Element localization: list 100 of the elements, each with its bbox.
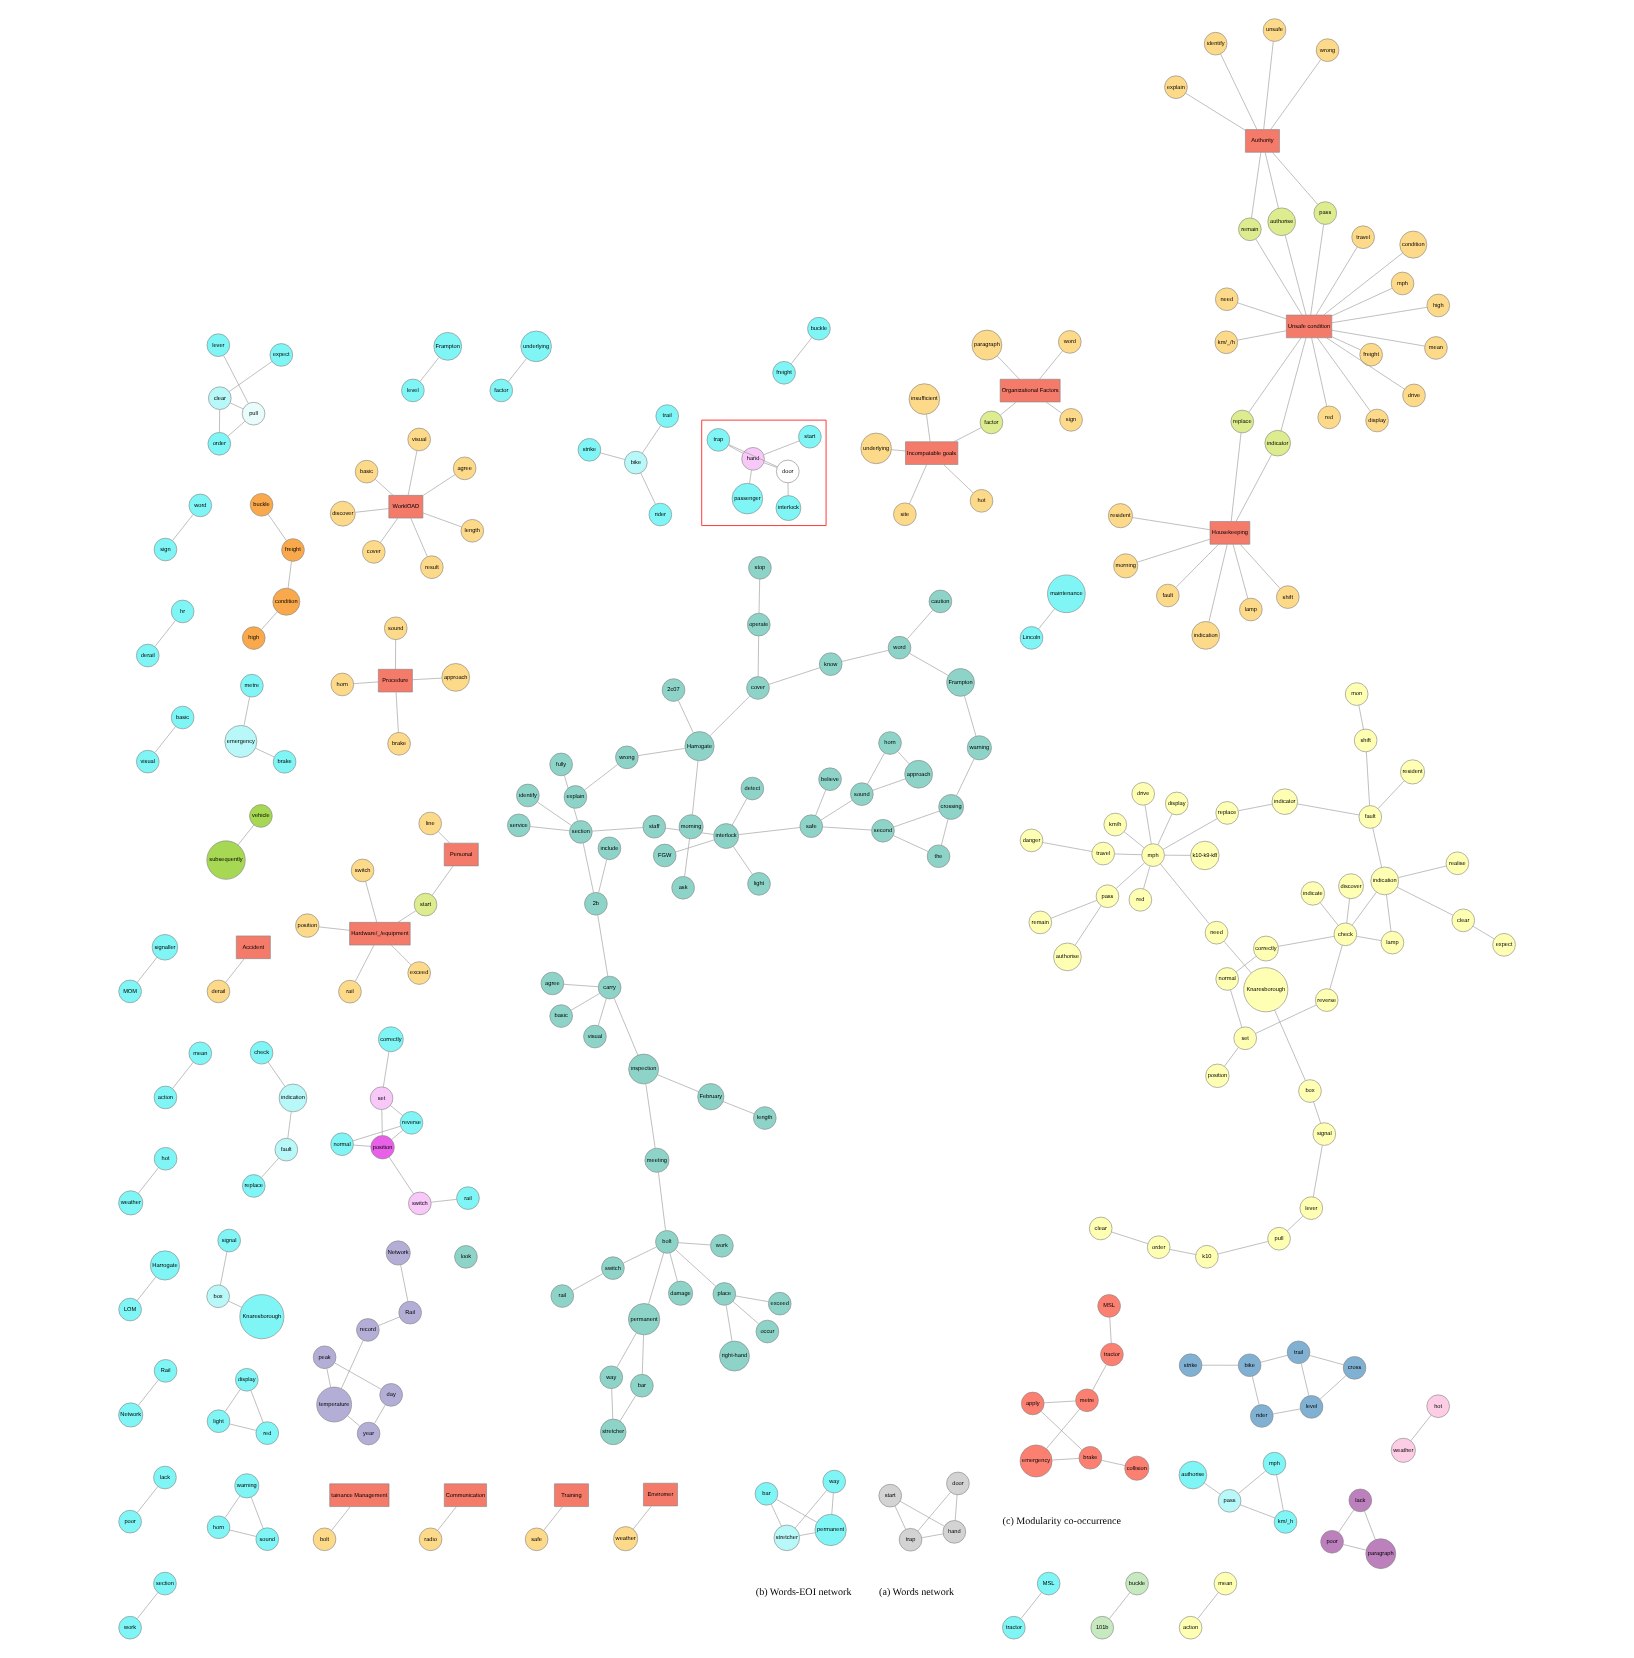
connector — [954, 1494, 958, 1521]
connector — [1326, 337, 1405, 390]
connector — [1092, 1364, 1107, 1391]
connector — [1280, 337, 1307, 432]
connector — [563, 983, 599, 988]
connector — [353, 681, 379, 684]
connector — [383, 1051, 390, 1088]
connector — [1237, 330, 1287, 341]
connector — [430, 1199, 457, 1203]
connector — [678, 1242, 711, 1246]
connector — [1255, 1004, 1317, 1034]
connector — [224, 1388, 241, 1412]
connector — [1270, 59, 1322, 130]
connector — [378, 1316, 400, 1326]
connector — [1272, 152, 1319, 205]
connector — [395, 691, 399, 733]
connector — [872, 778, 906, 791]
connector — [738, 827, 801, 835]
connector — [1162, 818, 1218, 850]
connector — [1263, 41, 1274, 130]
connector — [1331, 288, 1393, 317]
connector — [641, 1334, 644, 1375]
connector — [1251, 1375, 1260, 1406]
connector — [709, 695, 751, 736]
connector — [763, 462, 778, 468]
connector — [582, 842, 594, 893]
connector — [422, 512, 462, 528]
connector — [893, 835, 929, 852]
connector — [917, 1491, 951, 1532]
connector — [921, 1533, 944, 1539]
connector — [1238, 803, 1273, 812]
connector — [658, 1172, 666, 1231]
connector — [598, 859, 608, 893]
connector — [1235, 955, 1257, 973]
connector — [763, 440, 800, 455]
connector — [395, 639, 396, 670]
connector — [623, 1246, 657, 1264]
connector — [1240, 1504, 1276, 1519]
connector — [229, 1423, 257, 1431]
connector — [1319, 902, 1339, 926]
connector — [757, 635, 759, 677]
connector — [243, 696, 250, 726]
connector — [619, 1395, 637, 1422]
connector — [1232, 544, 1249, 599]
connector — [926, 414, 931, 442]
connector — [1398, 865, 1447, 878]
connector — [223, 355, 249, 404]
connector — [675, 839, 715, 853]
connector — [390, 944, 412, 966]
connector — [600, 452, 626, 460]
connector — [227, 420, 246, 437]
connector — [136, 1276, 157, 1301]
connector — [1331, 330, 1425, 347]
connector — [692, 760, 699, 815]
connector — [1356, 936, 1382, 941]
connector — [770, 1503, 782, 1527]
connector — [684, 838, 690, 877]
connector — [640, 472, 656, 505]
connector — [1230, 432, 1242, 522]
connector — [1050, 900, 1097, 919]
connector — [841, 650, 889, 662]
connector — [261, 1157, 279, 1178]
connector — [728, 445, 744, 454]
connector — [380, 517, 399, 543]
connector — [1377, 780, 1405, 809]
connector — [1042, 842, 1093, 852]
connector — [572, 1273, 604, 1291]
connector — [529, 826, 570, 832]
connector — [508, 358, 527, 382]
connector — [136, 956, 158, 983]
connector — [381, 1109, 383, 1136]
connector — [1039, 350, 1063, 380]
connector — [347, 1415, 361, 1427]
connector — [899, 1500, 945, 1527]
connector — [732, 846, 753, 875]
connector — [611, 1388, 614, 1420]
connector — [341, 1340, 364, 1389]
connector — [613, 997, 639, 1056]
connector — [154, 620, 176, 647]
connector — [1351, 892, 1377, 926]
connector — [1331, 307, 1428, 324]
connector — [1364, 1510, 1376, 1540]
connector — [591, 827, 644, 832]
connector — [597, 998, 607, 1026]
connector — [732, 1301, 759, 1325]
connector — [1109, 1592, 1131, 1619]
connector — [641, 425, 662, 454]
connector — [1366, 751, 1370, 806]
connector — [1272, 1408, 1301, 1415]
connector — [1319, 1375, 1347, 1400]
connector — [1342, 1544, 1367, 1551]
connector — [438, 831, 451, 844]
connector — [287, 561, 292, 589]
connector — [768, 667, 820, 685]
connector — [791, 337, 813, 364]
connector — [941, 818, 949, 846]
connector — [390, 1105, 403, 1116]
connector — [225, 958, 245, 983]
connector — [1338, 1509, 1355, 1533]
connector — [287, 1111, 292, 1139]
